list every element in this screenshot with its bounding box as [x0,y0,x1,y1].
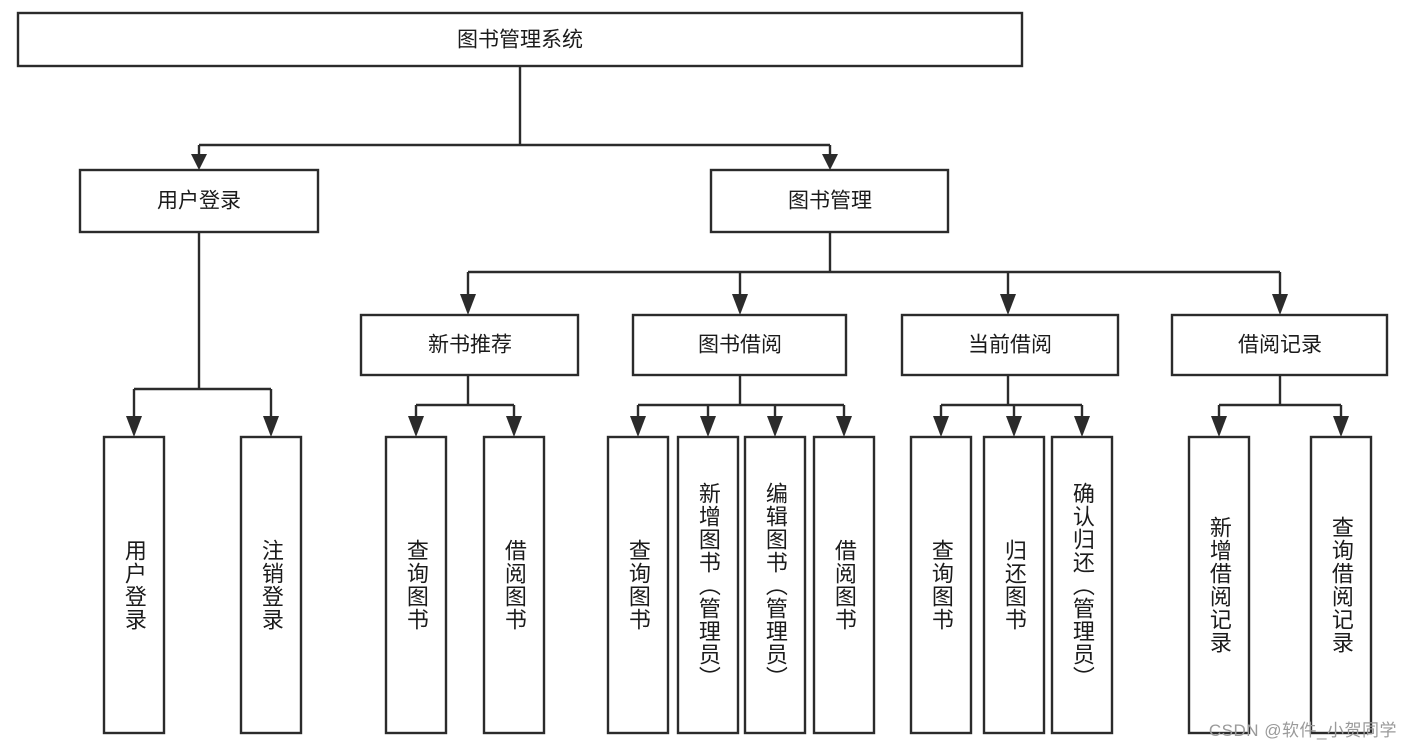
arrow-head-leaf-user-login [126,416,142,437]
node-current-borrow-label: 当前借阅 [968,334,1052,357]
node-leaf-query-book-3-box[interactable] [909,435,973,735]
node-leaf-return-book-box[interactable] [982,435,1046,735]
node-user-login-label: 用户登录 [157,190,241,213]
arrow-head-borrow-record [1272,294,1288,315]
connector-group-book-mgmt [460,232,1288,315]
leaf-box-group [102,435,1373,735]
arrow-head-leaf-query-book-3 [933,416,949,437]
node-leaf-query-book-1-box[interactable] [384,435,448,735]
node-leaf-borrow-book-2-box[interactable] [812,435,876,735]
arrow-head-new-book-rec [460,294,476,315]
node-user-login[interactable]: 用户登录 [78,168,320,234]
arrow-head-leaf-borrow-book-2 [836,416,852,437]
connector-group-borrow-record [1211,375,1349,437]
arrow-head-leaf-logout [263,416,279,437]
watermark-text: CSDN @软件_小贺同学 [1208,721,1397,740]
node-book-borrow[interactable]: 图书借阅 [631,313,848,377]
node-user-login-box[interactable] [78,168,320,234]
arrow-head-user-login [191,154,207,170]
arrow-head-leaf-return-book [1006,416,1022,437]
node-book-borrow-label: 图书借阅 [698,334,782,357]
connector-group-root [191,66,838,170]
connector-group-book-borrow [630,375,852,437]
node-leaf-add-record-box[interactable] [1187,435,1251,735]
arrow-head-leaf-query-book-1 [408,416,424,437]
arrow-head-leaf-query-record [1333,416,1349,437]
node-borrow-record[interactable]: 借阅记录 [1170,313,1389,377]
node-current-borrow[interactable]: 当前借阅 [900,313,1120,377]
arrow-head-leaf-edit-book [767,416,783,437]
arrow-head-leaf-borrow-book-1 [506,416,522,437]
arrow-head-leaf-add-record [1211,416,1227,437]
node-root-box[interactable] [16,11,1024,68]
arrow-head-leaf-add-book [700,416,716,437]
node-borrow-record-label: 借阅记录 [1238,334,1322,357]
node-book-borrow-box[interactable] [631,313,848,377]
connector-group-new-book-rec [408,375,522,437]
node-root-label: 图书管理系统 [457,29,583,52]
node-new-book-rec-label: 新书推荐 [428,334,512,357]
connector-group-user-login [126,232,279,437]
node-current-borrow-box[interactable] [900,313,1120,377]
node-root[interactable]: 图书管理系统 [16,11,1024,68]
node-book-mgmt-label: 图书管理 [788,190,872,213]
arrow-head-book-mgmt [822,154,838,170]
node-leaf-logout-box[interactable] [239,435,303,735]
node-new-book-rec-box[interactable] [359,313,580,377]
arrow-head-book-borrow [732,294,748,315]
node-leaf-query-book-2-box[interactable] [606,435,670,735]
connector-group-current-borrow [933,375,1090,437]
node-leaf-borrow-book-1-box[interactable] [482,435,546,735]
arrow-head-leaf-confirm-return [1074,416,1090,437]
node-book-mgmt-box[interactable] [709,168,950,234]
arrow-head-current-borrow [1000,294,1016,315]
node-leaf-query-record-box[interactable] [1309,435,1373,735]
node-borrow-record-box[interactable] [1170,313,1389,377]
node-leaf-edit-book-box[interactable] [743,435,807,735]
node-book-mgmt[interactable]: 图书管理 [709,168,950,234]
node-leaf-confirm-return-box[interactable] [1050,435,1114,735]
node-leaf-add-book-box[interactable] [676,435,740,735]
arrow-head-leaf-query-book-2 [630,416,646,437]
node-new-book-rec[interactable]: 新书推荐 [359,313,580,377]
node-leaf-user-login-box[interactable] [102,435,166,735]
